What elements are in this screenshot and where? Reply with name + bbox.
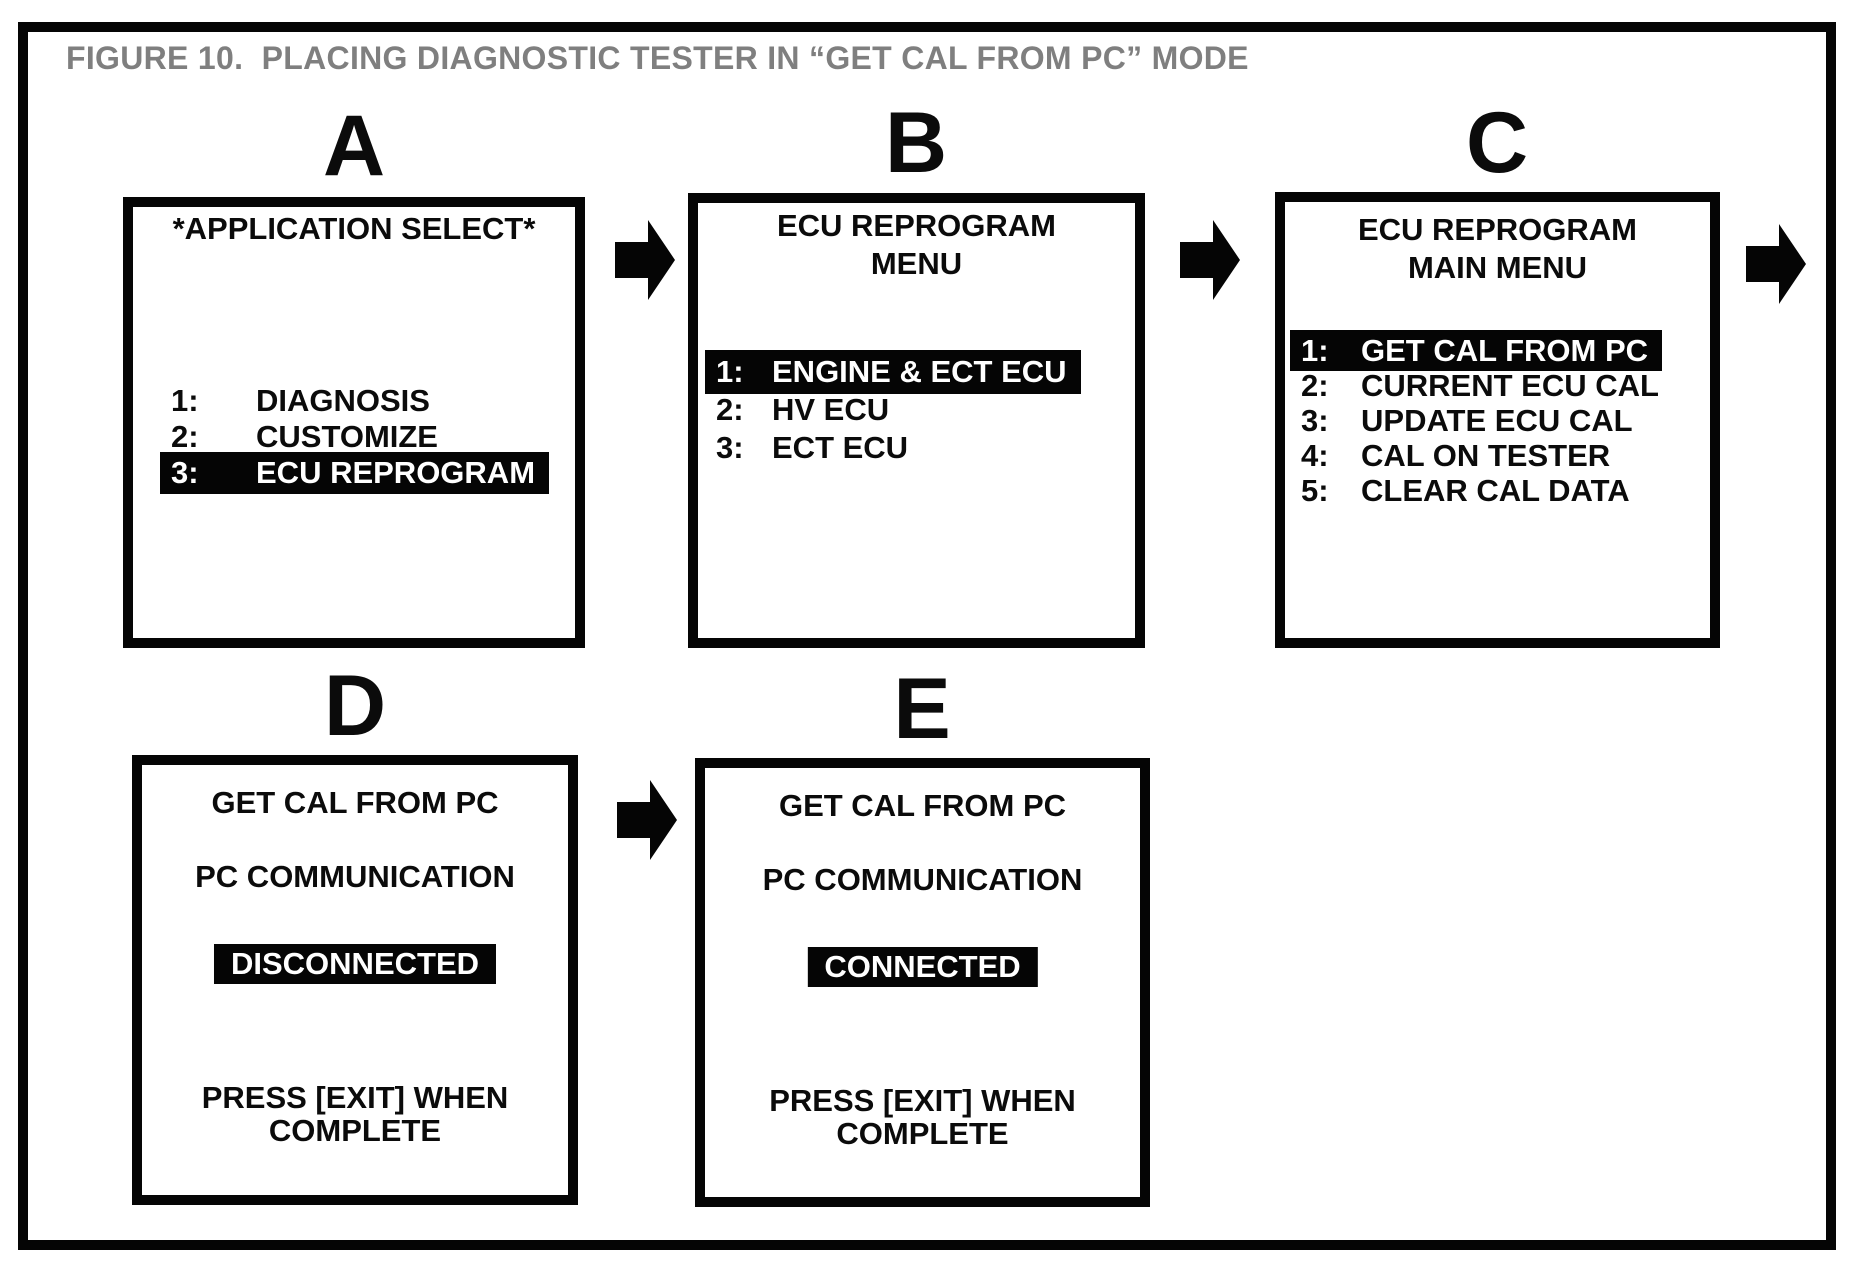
arrow-right-icon xyxy=(1746,224,1806,304)
menu-item-number: 3: xyxy=(716,430,744,465)
figure-title: FIGURE 10. PLACING DIAGNOSTIC TESTER IN … xyxy=(66,40,1249,76)
screen-title-line: ECU REPROGRAM xyxy=(1357,212,1637,247)
screen-title-line: ECU REPROGRAM xyxy=(776,208,1056,243)
menu-item-label: CUSTOMIZE xyxy=(256,419,438,454)
menu-item-number: 1: xyxy=(716,354,744,389)
screen-ecu-reprogram-menu: ECU REPROGRAM MENU 1: ENGINE & ECT ECU 2… xyxy=(688,193,1145,648)
menu-item-label: CURRENT ECU CAL xyxy=(1361,367,1659,403)
screen-footer: PRESS [EXIT] WHEN COMPLETE xyxy=(705,1084,1140,1150)
screen-subheading: PC COMMUNICATION xyxy=(762,862,1083,897)
menu-item-label: GET CAL FROM PC xyxy=(1361,332,1649,368)
menu-item-customize: 2: CUSTOMIZE xyxy=(171,419,438,455)
menu-item-number: 3: xyxy=(171,455,199,490)
menu-item-number: 4: xyxy=(1301,437,1329,473)
menu-item-hv-ecu: 2: HV ECU xyxy=(716,391,889,429)
arrow-right-icon xyxy=(617,780,677,860)
menu-item-number: 5: xyxy=(1301,472,1329,508)
screen-subheading: PC COMMUNICATION xyxy=(195,859,515,894)
menu-item-label: ECT ECU xyxy=(772,430,909,465)
screen-pc-communication-connected: GET CAL FROM PC PC COMMUNICATION CONNECT… xyxy=(695,758,1150,1207)
menu-item-number: 3: xyxy=(1301,402,1329,438)
step-label-e: E xyxy=(893,661,951,757)
menu-item-label: HV ECU xyxy=(772,392,890,427)
footer-line: COMPLETE xyxy=(836,1116,1009,1151)
footer-line: PRESS [EXIT] WHEN xyxy=(769,1083,1076,1118)
menu-item-number: 2: xyxy=(171,419,199,454)
screen-title-line: MENU xyxy=(870,246,963,281)
menu-item-label: CLEAR CAL DATA xyxy=(1361,472,1630,508)
arrow-right-icon xyxy=(1180,220,1240,300)
menu-list: 1: GET CAL FROM PC 2: CURRENT ECU CAL 3:… xyxy=(1285,330,1663,508)
menu-item-ect-ecu: 3: ECT ECU xyxy=(716,429,908,467)
menu-item-number: 2: xyxy=(1301,367,1329,403)
screen-title: *APPLICATION SELECT* xyxy=(133,210,575,248)
menu-item-number: 2: xyxy=(716,392,744,427)
menu-item-label: DIAGNOSIS xyxy=(256,383,430,418)
menu-item-number: 1: xyxy=(171,383,199,418)
screen-heading: GET CAL FROM PC xyxy=(211,785,499,820)
screen-pc-communication-disconnected: GET CAL FROM PC PC COMMUNICATION DISCONN… xyxy=(132,755,578,1205)
arrow-right-icon xyxy=(615,220,675,300)
screen-footer: PRESS [EXIT] WHEN COMPLETE xyxy=(142,1081,568,1147)
screen-application-select: *APPLICATION SELECT* 1: DIAGNOSIS 2: CUS… xyxy=(123,197,585,648)
screen-heading: GET CAL FROM PC xyxy=(778,788,1067,823)
screen-title-line: MAIN MENU xyxy=(1407,250,1588,285)
menu-item-engine-ect-ecu-highlighted: 1: ENGINE & ECT ECU xyxy=(705,350,1081,394)
footer-line: COMPLETE xyxy=(268,1113,442,1148)
footer-line: PRESS [EXIT] WHEN xyxy=(201,1080,509,1115)
menu-item-ecu-reprogram-highlighted: 3: ECU REPROGRAM xyxy=(160,452,550,494)
screen-title-line: *APPLICATION SELECT* xyxy=(172,211,536,246)
menu-item-diagnosis: 1: DIAGNOSIS xyxy=(171,383,430,419)
screen-title: ECU REPROGRAM MENU xyxy=(698,207,1135,283)
menu-item-clear-cal-data: 5: CLEAR CAL DATA xyxy=(1301,473,1630,508)
menu-item-label: CAL ON TESTER xyxy=(1361,437,1611,473)
step-label-d: D xyxy=(323,658,387,754)
menu-item-current-ecu-cal: 2: CURRENT ECU CAL xyxy=(1301,368,1659,403)
step-label-a: A xyxy=(322,98,386,194)
menu-list: 1: DIAGNOSIS 2: CUSTOMIZE 3: ECU REPROGR… xyxy=(133,383,550,494)
screen-ecu-reprogram-main-menu: ECU REPROGRAM MAIN MENU 1: GET CAL FROM … xyxy=(1275,192,1720,648)
menu-item-label: ENGINE & ECT ECU xyxy=(772,354,1067,389)
step-label-b: B xyxy=(884,95,948,191)
status-badge-disconnected: DISCONNECTED xyxy=(213,944,497,984)
menu-item-get-cal-from-pc-highlighted: 1: GET CAL FROM PC xyxy=(1290,330,1663,371)
status-badge-connected: CONNECTED xyxy=(807,947,1038,987)
menu-item-label: UPDATE ECU CAL xyxy=(1361,402,1633,438)
screen-title: ECU REPROGRAM MAIN MENU xyxy=(1285,211,1710,287)
menu-list: 1: ENGINE & ECT ECU 2: HV ECU 3: ECT ECU xyxy=(698,350,1081,467)
menu-item-update-ecu-cal: 3: UPDATE ECU CAL xyxy=(1301,403,1633,438)
menu-item-label: ECU REPROGRAM xyxy=(256,455,536,490)
menu-item-number: 1: xyxy=(1301,332,1329,368)
step-label-c: C xyxy=(1465,95,1529,191)
menu-item-cal-on-tester: 4: CAL ON TESTER xyxy=(1301,438,1610,473)
